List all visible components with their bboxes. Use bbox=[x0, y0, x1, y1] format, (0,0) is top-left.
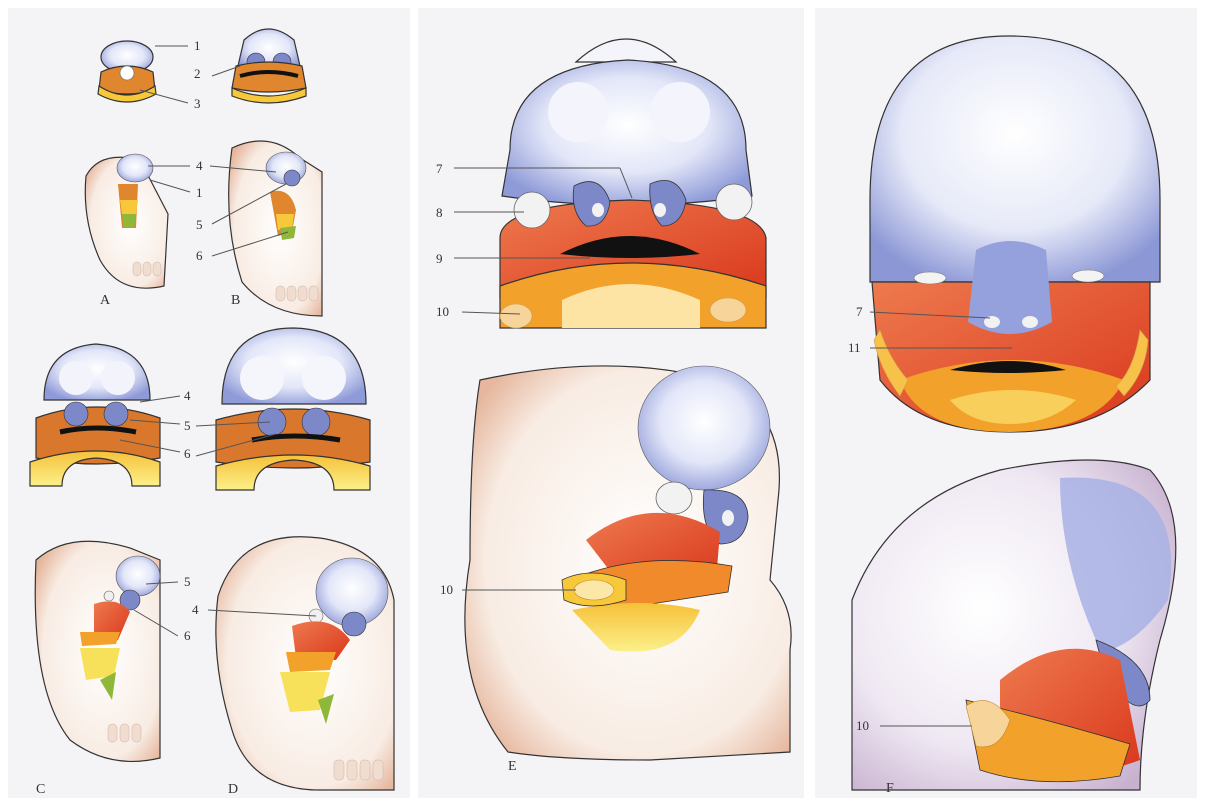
panel-f-frontal-view bbox=[870, 36, 1160, 432]
panel-letter-d: D bbox=[228, 782, 238, 797]
label-8: 8 bbox=[436, 205, 443, 220]
panel-a-frontal-view bbox=[98, 41, 156, 102]
label-5-mid: 5 bbox=[184, 418, 191, 433]
panel-c-frontal-view bbox=[30, 344, 160, 486]
panel-e-side-view bbox=[465, 366, 791, 760]
label-5-top: 5 bbox=[196, 217, 203, 232]
label-2: 2 bbox=[194, 66, 201, 81]
panel-letter-c: C bbox=[36, 782, 45, 797]
label-7-f: 7 bbox=[856, 304, 863, 319]
label-9: 9 bbox=[436, 251, 443, 266]
panel-letter-a: A bbox=[100, 293, 111, 308]
panel-letter-e: E bbox=[508, 759, 517, 774]
panel-e-frontal-view bbox=[500, 39, 766, 328]
panel-d-side-view bbox=[216, 537, 394, 790]
panel-a-frontal-view-2 bbox=[232, 29, 306, 103]
label-1-side: 1 bbox=[196, 185, 203, 200]
panel-letter-b: B bbox=[231, 293, 240, 308]
panel-d-frontal-view bbox=[216, 328, 370, 490]
panel-a-side-view bbox=[85, 154, 168, 288]
label-11: 11 bbox=[848, 340, 861, 355]
label-5-bottom: 5 bbox=[184, 574, 191, 589]
label-6-bottom: 6 bbox=[184, 628, 191, 643]
label-1: 1 bbox=[194, 38, 201, 53]
label-6-mid: 6 bbox=[184, 446, 191, 461]
label-3: 3 bbox=[194, 96, 201, 111]
label-4-bottom: 4 bbox=[192, 602, 199, 617]
label-10-e-side: 10 bbox=[440, 582, 453, 597]
label-4-mid: 4 bbox=[184, 388, 191, 403]
panel-c-side-view bbox=[35, 541, 160, 761]
label-10-f: 10 bbox=[856, 718, 869, 733]
panel-b-side-view bbox=[229, 141, 322, 316]
panel-f-side-view bbox=[852, 460, 1176, 790]
label-4-top: 4 bbox=[196, 158, 203, 173]
label-6-top: 6 bbox=[196, 248, 203, 263]
label-7-e: 7 bbox=[436, 161, 443, 176]
panel-letter-f: F bbox=[886, 781, 894, 796]
label-10-e-front: 10 bbox=[436, 304, 449, 319]
